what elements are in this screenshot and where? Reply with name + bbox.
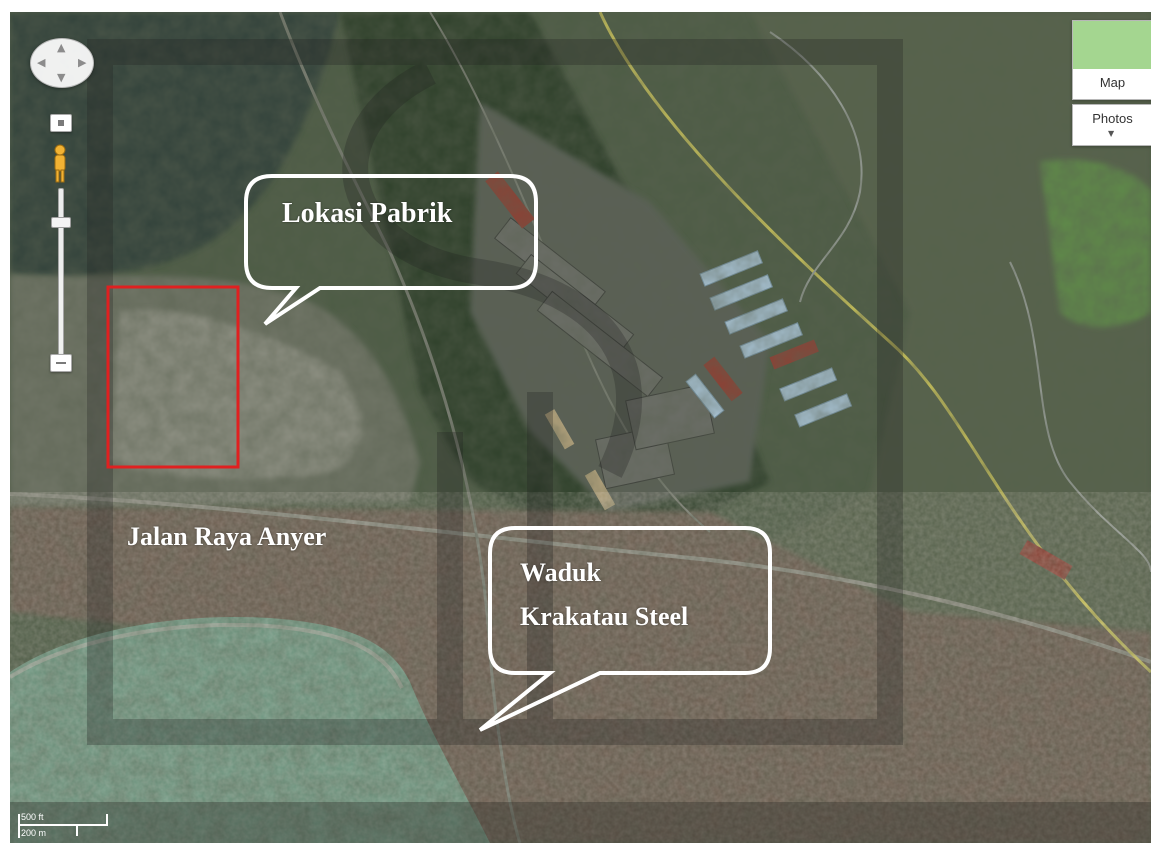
satellite-imagery [10,12,1151,843]
zoom-slider-handle[interactable] [51,217,71,229]
pan-control[interactable]: ▲ ▼ ◀ ▶ [30,38,94,88]
scale-bar [18,824,108,826]
scale-tick [18,814,20,838]
reservoir-callout-bubble [478,526,772,732]
scale-label-meters: 200 m [21,828,47,838]
pan-up-icon[interactable]: ▲ [57,41,66,54]
reservoir-label-line2: Krakatau Steel [520,602,689,631]
chevron-down-icon: ▼ [1108,129,1115,138]
map-type-label: Map [1099,75,1126,90]
reservoir-label-line1: Waduk [520,558,601,587]
map-scale: 500 ft 200 m [16,810,166,843]
factory-location-label: Lokasi Pabrik [282,198,453,229]
scale-tick [106,814,108,824]
site-marker [106,285,240,469]
pegman-icon[interactable] [52,144,68,184]
pan-right-icon[interactable]: ▶ [78,56,87,69]
photos-dropdown[interactable]: Photos ▼ [1072,104,1151,146]
zoom-slider-track[interactable] [58,188,64,356]
photos-label: Photos [1092,111,1133,126]
watermark-logo [87,39,903,745]
scale-label-feet: 500 ft [21,812,44,822]
road-label: Jalan Raya Anyer [127,522,327,551]
zoom-in-button[interactable] [50,114,72,132]
factory-callout-bubble [244,174,538,326]
scale-tick [76,824,78,836]
zoom-out-button[interactable] [50,354,72,372]
map-thumbnail [1073,21,1151,69]
satellite-map[interactable]: Lokasi Pabrik Jalan Raya Anyer Waduk Kra… [10,12,1151,843]
pan-down-icon[interactable]: ▼ [57,71,66,84]
pan-left-icon[interactable]: ◀ [37,56,46,69]
map-type-map-button[interactable]: Map [1072,20,1151,100]
